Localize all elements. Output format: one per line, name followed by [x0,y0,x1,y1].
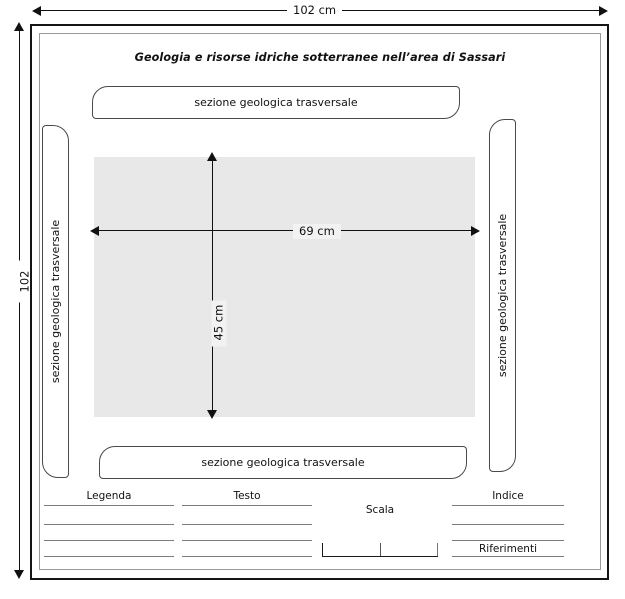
section-band-top[interactable]: sezione geologica trasversale [92,86,460,119]
footer-indice-rule-3 [452,540,564,541]
section-band-right-label: sezione geologica trasversale [496,213,510,378]
map-width-line [96,230,478,231]
section-band-left[interactable]: sezione geologica trasversale [42,125,69,478]
top-dimension-right-arrowhead [599,6,608,16]
footer-indice-rule-2 [452,524,564,525]
footer-legenda-rule-2 [44,524,174,525]
footer-testo-rule-4 [182,556,312,557]
footer-legenda-label: Legenda [86,490,132,502]
section-band-top-label: sezione geologica trasversale [194,96,358,109]
map-height-top-arrowhead [207,152,217,161]
footer-testo-label: Testo [233,490,261,502]
scalebar-line [322,556,438,557]
map-width-label: 69 cm [293,224,341,239]
map-height-label: 45 cm [211,300,227,347]
footer-legenda-rule-1 [44,505,174,506]
scalebar-tick-middle [380,543,381,556]
map-width-left-arrowhead [90,226,99,236]
top-dimension-label: 102 cm [287,3,343,18]
scalebar-tick-start [322,543,323,556]
footer-legenda-rule-3 [44,540,174,541]
map-height-bottom-arrowhead [207,410,217,419]
footer-riferimenti-rule-1 [452,556,564,557]
map-height-line [211,158,213,416]
footer-scala-label: Scala [365,504,395,516]
map-width-right-arrowhead [471,226,480,236]
footer-indice-rule-1 [452,505,564,506]
page-title: Geologia e risorse idriche sotterranee n… [134,51,506,64]
left-dimension-top-arrowhead [14,22,24,31]
footer-testo-rule-1 [182,505,312,506]
map-area[interactable] [94,157,475,417]
section-band-bottom-label: sezione geologica trasversale [201,456,365,469]
section-band-right[interactable]: sezione geologica trasversale [489,119,516,472]
section-band-bottom[interactable]: sezione geologica trasversale [99,446,467,479]
scalebar-tick-end [437,543,438,556]
footer-testo-rule-3 [182,540,312,541]
section-band-left-label: sezione geologica trasversale [49,219,63,384]
footer-legenda-rule-4 [44,556,174,557]
left-dimension-bottom-arrowhead [14,570,24,579]
footer-riferimenti-label: Riferimenti [479,543,537,555]
footer-indice-label: Indice [492,490,524,502]
top-dimension-left-arrowhead [32,6,41,16]
footer-testo-rule-2 [182,524,312,525]
